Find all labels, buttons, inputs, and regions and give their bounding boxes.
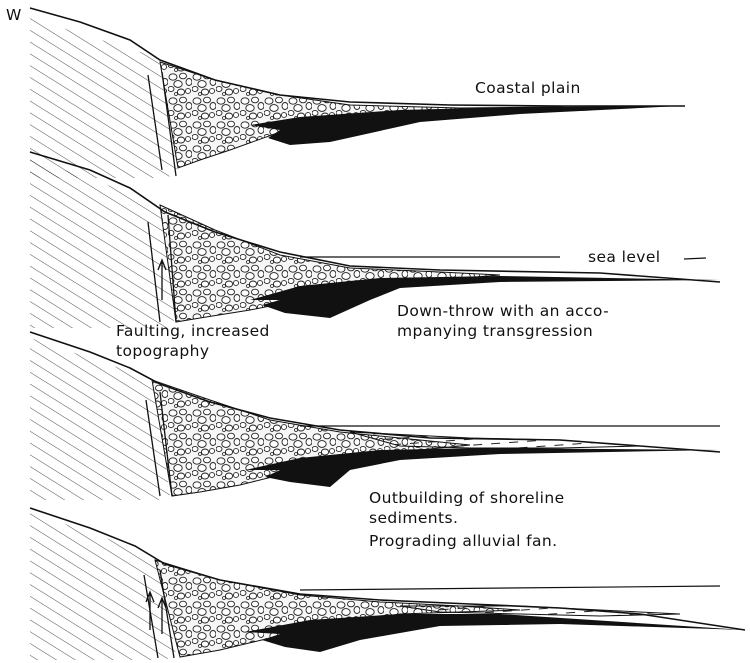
sea-level-label: sea level bbox=[588, 248, 661, 266]
panel-4-prograding-fan bbox=[30, 508, 745, 660]
marine-shale-wedge-panel-4 bbox=[245, 614, 745, 652]
downthrow-label-line-1: Down-throw with an acco- bbox=[397, 302, 609, 320]
outbuilding-label-line-1: Outbuilding of shoreline bbox=[369, 489, 565, 507]
downthrow-label-line-2: mpanying transgression bbox=[397, 322, 593, 340]
coastal-plain-label: Coastal plain bbox=[475, 79, 581, 97]
panel-1-coastal-plain: Coastal plain bbox=[30, 8, 685, 178]
faulting-label-line-1: Faulting, increased bbox=[116, 322, 270, 340]
outbuilding-label-line-2: sediments. bbox=[369, 509, 458, 527]
sea-level-line-panel-4 bbox=[300, 586, 720, 590]
faulting-label-line-2: topography bbox=[116, 342, 209, 360]
bedrock-hatched-panel-2 bbox=[30, 158, 176, 328]
panel-2-downthrow: sea level Down-throw with an acco- mpany… bbox=[30, 152, 720, 360]
sea-level-tick-panel-2 bbox=[684, 258, 706, 259]
prograding-label: Prograding alluvial fan. bbox=[369, 532, 558, 550]
west-compass-label: W bbox=[6, 6, 22, 24]
panel-3-outbuilding: Outbuilding of shoreline sediments. Prog… bbox=[30, 332, 720, 550]
bedrock-hatched-panel-1 bbox=[30, 18, 178, 178]
